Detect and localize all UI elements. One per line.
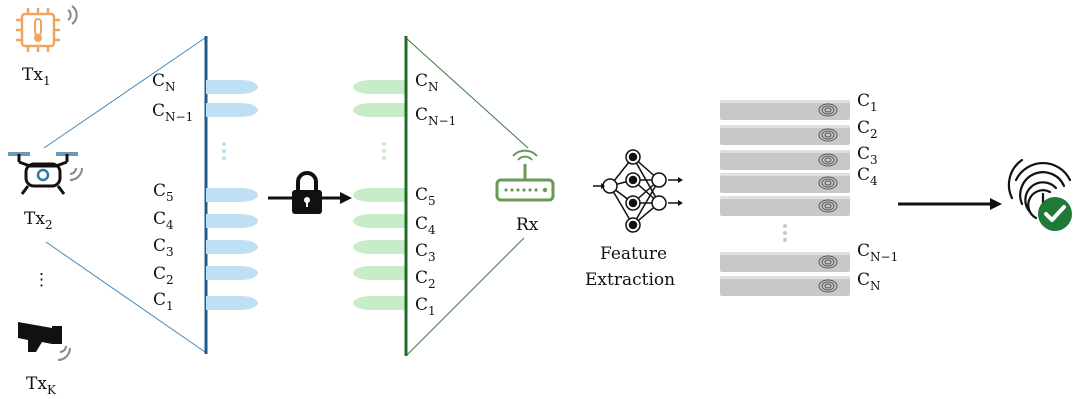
tx-lobe-c4 — [206, 214, 258, 228]
tx2-label: Tx2 — [24, 209, 53, 232]
tx-beam-lower — [45, 241, 206, 353]
db-label-cn: CN — [857, 270, 881, 293]
encrypt-arrow-head — [340, 192, 352, 204]
tx-dot — [222, 156, 226, 160]
tx-channel-label-cn1: CN−1 — [152, 101, 193, 124]
tx-channel-label-c1: C1 — [153, 290, 174, 313]
tx-lobe-c1 — [206, 296, 258, 310]
rx-channel-label-c2: C2 — [415, 268, 436, 291]
feature-extraction-line2: Extraction — [585, 270, 675, 290]
tx1-label: Tx1 — [22, 65, 51, 88]
db-label-cn1: CN−1 — [857, 241, 898, 264]
tx-dot — [222, 142, 226, 146]
tx-subcarrier-lobes — [206, 80, 258, 310]
rx-channel-label-cn: CN — [415, 71, 439, 94]
tx-channel-label-c4: C4 — [153, 209, 174, 232]
rx-beam-lower — [405, 237, 525, 357]
rx-channel-label-c4: C4 — [415, 214, 436, 237]
tx-dot — [222, 149, 226, 153]
rx-beam-upper — [405, 37, 529, 149]
db-row-c4 — [720, 173, 850, 193]
tx2-drone-icon — [8, 152, 78, 195]
rx-lobe-c4 — [353, 214, 405, 228]
db-row-c3 — [720, 150, 850, 170]
rx-lobe-c2 — [353, 266, 405, 280]
rx-label: Rx — [516, 215, 539, 235]
tx-channel-label-c3: C3 — [153, 236, 174, 259]
rx-lobe-c5 — [353, 188, 405, 202]
txk-signal-icon — [57, 345, 71, 361]
tx-channel-label-cn: CN — [152, 71, 176, 94]
tx2-signal-icon — [69, 167, 83, 181]
rx-dot — [382, 149, 386, 153]
db-row-c1 — [720, 100, 850, 120]
db-row-unlabeled — [720, 196, 850, 216]
feature-extraction-line1: Feature — [600, 244, 667, 264]
tx-lobe-cn — [206, 80, 258, 94]
db-row-cn — [720, 276, 850, 296]
tx-lobe-cn1 — [206, 103, 258, 117]
db-row-cn1 — [720, 252, 850, 272]
rx-lobe-cn — [353, 80, 405, 94]
check-badge-icon — [1038, 197, 1072, 231]
tx-channel-label-c2: C2 — [153, 264, 174, 287]
nn-arrowheads — [601, 177, 683, 206]
db-label-c2: C2 — [857, 118, 878, 141]
tx1-signal-icon — [67, 5, 78, 25]
tx-beam-upper — [43, 37, 206, 149]
tx-lobe-c3 — [206, 240, 258, 254]
rx-subcarrier-lobes — [353, 80, 405, 310]
rx-dot — [382, 142, 386, 146]
db-row-c2 — [720, 125, 850, 145]
fingerprint-database — [720, 100, 850, 296]
txk-camera-icon — [18, 322, 62, 352]
rx-dot — [382, 156, 386, 160]
rx-lobe-c1 — [353, 296, 405, 310]
tx-lobe-c5 — [206, 188, 258, 202]
tx-channel-label-c5: C5 — [153, 181, 174, 204]
tx-ellipsis: ⋮ — [33, 270, 50, 290]
rx-lobe-c3 — [353, 240, 405, 254]
tx-lobe-c2 — [206, 266, 258, 280]
lock-icon — [292, 171, 322, 214]
rx-channel-label-cn1: CN−1 — [415, 105, 456, 128]
rx-lobe-cn1 — [353, 103, 405, 117]
rx-channel-label-c3: C3 — [415, 241, 436, 264]
db-label-c4: C4 — [857, 165, 878, 188]
verify-arrow-head — [990, 198, 1002, 210]
neural-network-icon — [593, 149, 678, 233]
tx1-chip-icon — [16, 8, 60, 52]
router-icon — [495, 149, 555, 202]
db-ellipsis-dots — [783, 224, 787, 242]
rx-channel-label-c1: C1 — [415, 295, 436, 318]
db-label-c3: C3 — [857, 144, 878, 167]
txk-label: TxK — [26, 374, 57, 397]
db-label-c1: C1 — [857, 91, 878, 114]
rx-channel-label-c5: C5 — [415, 185, 436, 208]
